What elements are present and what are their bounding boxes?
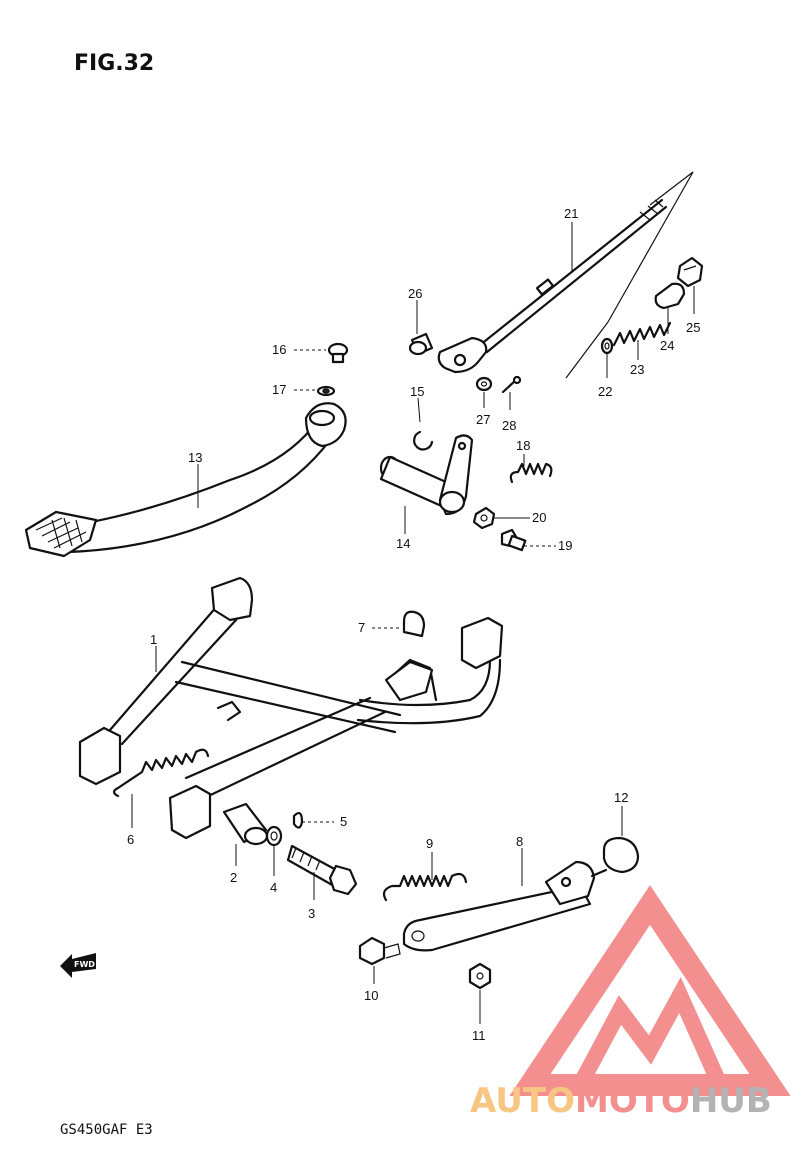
nut-25 [676,256,704,288]
label-26: 26 [408,286,422,301]
label-2: 2 [230,870,237,885]
label-22: 22 [598,384,612,399]
nut-20 [472,506,496,530]
bolt-3 [286,844,358,896]
watermark-text: AUTOMOTOHUB [470,1081,772,1121]
spring-9 [382,872,468,902]
label-5: 5 [340,814,347,829]
label-23: 23 [630,362,644,377]
model-code: GS450GAF E3 [60,1122,153,1138]
spring-6 [112,748,210,798]
label-11: 11 [472,1028,486,1043]
label-24: 24 [660,338,674,353]
label-1: 1 [150,632,157,647]
clip-5 [292,812,304,829]
label-12: 12 [614,790,628,805]
svg-text:FWD: FWD [74,960,95,969]
pin-26 [408,332,434,356]
label-8: 8 [516,834,523,849]
part-numbers: 21 26 16 17 15 27 28 18 20 19 14 13 22 2… [127,206,700,1043]
label-16: 16 [272,342,286,357]
label-20: 20 [532,510,546,525]
label-10: 10 [364,988,378,1003]
label-9: 9 [426,836,433,851]
cotter-pin-28 [501,375,522,394]
label-19: 19 [558,538,572,553]
rubber-12 [602,836,640,874]
spring-23 [612,321,672,347]
watermark-logo: AUTOMOTOHUB [470,885,791,1121]
figure-title: FIG.32 [74,51,154,76]
reference-lines [565,171,694,379]
label-27: 27 [476,412,490,427]
bolt-16 [327,342,349,364]
leader-lines [131,222,695,1024]
collar-2 [222,802,269,846]
label-25: 25 [686,320,700,335]
washer-17 [316,385,336,397]
label-7: 7 [358,620,365,635]
washer-27 [475,376,493,392]
label-6: 6 [127,832,134,847]
label-15: 15 [410,384,424,399]
brake-rod [437,198,668,374]
cap-7 [402,610,426,638]
forward-arrow-icon: FWD [60,953,96,978]
label-21: 21 [564,206,578,221]
label-18: 18 [516,438,530,453]
spring-18 [509,462,553,484]
label-14: 14 [396,536,410,551]
label-28: 28 [502,418,516,433]
brake-shaft-arm [379,434,474,516]
adjuster-24 [654,282,686,310]
label-17: 17 [272,382,286,397]
washer-22 [600,337,614,355]
washer-4 [265,825,283,847]
center-stand [78,576,504,840]
label-4: 4 [270,880,277,895]
label-3: 3 [308,906,315,921]
bolt-19 [500,528,527,552]
brake-pedal [24,402,347,558]
bolt-10 [358,936,401,966]
circlip-15 [413,430,434,451]
nut-11 [468,962,492,990]
label-13: 13 [188,450,202,465]
side-stand [402,860,608,952]
